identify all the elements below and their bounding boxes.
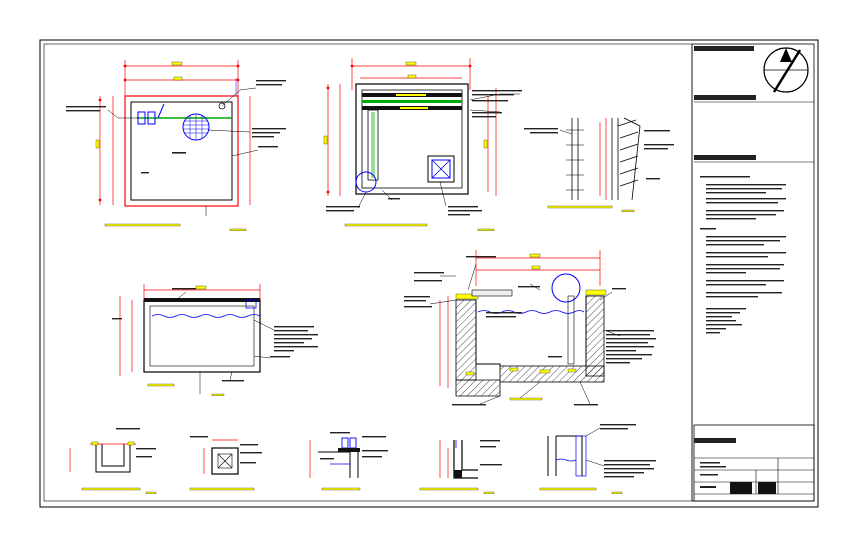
highlight-circle	[551, 273, 581, 303]
view-detail-4	[419, 440, 502, 494]
valve-icon	[341, 437, 357, 449]
water-surface	[151, 314, 261, 318]
title-bar-bottom	[694, 438, 736, 443]
view-title	[104, 223, 181, 227]
view-plan-internal	[323, 58, 522, 231]
view-scale	[477, 228, 495, 231]
view-plan-top	[66, 60, 286, 231]
view-section-detail-small	[524, 117, 674, 212]
step-hatch	[455, 379, 501, 397]
tank-outer-wall	[355, 83, 469, 195]
tank-inner-wall	[130, 101, 233, 201]
wall-right-hatch	[585, 295, 605, 377]
riser-pipe	[367, 109, 379, 181]
view-section-b	[404, 250, 656, 406]
vent-icon	[218, 102, 226, 110]
tank-outer-wall	[124, 95, 239, 207]
sheet-number-box-2	[758, 482, 776, 494]
valve-icon	[137, 103, 165, 125]
annotation-text	[66, 80, 286, 174]
title-box	[693, 424, 815, 502]
view-scale	[211, 393, 225, 396]
drain-circle	[355, 171, 377, 193]
compass-icon	[763, 47, 809, 93]
section-bar-location	[694, 95, 756, 100]
view-detail-3	[309, 432, 388, 491]
view-title	[81, 487, 141, 491]
manhole-box-icon	[427, 155, 455, 183]
pipe-run	[362, 93, 462, 110]
view-title	[539, 487, 597, 491]
view-title	[547, 205, 613, 209]
grate-icon	[182, 113, 210, 141]
view-detail-1	[69, 428, 157, 494]
dimension-lines	[99, 60, 251, 205]
section-bar-notes	[694, 155, 756, 160]
dimension-lines	[327, 58, 497, 196]
wall-left-hatch	[455, 299, 477, 381]
sheet-number-box	[730, 482, 752, 494]
view-title	[147, 383, 175, 387]
view-scale	[621, 209, 635, 212]
dim-labels	[95, 61, 183, 149]
annotation-text	[326, 90, 522, 216]
view-section-a	[112, 284, 318, 396]
floor-hatch	[499, 365, 605, 383]
title-block	[691, 43, 815, 502]
title-header-bar	[694, 46, 754, 51]
slab-top	[144, 298, 260, 302]
gravel-fill	[455, 289, 607, 376]
sloped-hatching	[617, 117, 641, 201]
view-title	[344, 223, 428, 227]
title-box-text	[700, 462, 726, 488]
view-detail-5	[539, 424, 656, 494]
view-title	[189, 487, 255, 491]
view-title	[321, 487, 361, 491]
sheet-frame-outer	[39, 39, 819, 508]
view-title	[509, 397, 543, 401]
hatch-blocks	[566, 129, 584, 191]
tank-inner-wall	[361, 89, 463, 189]
view-scale	[229, 228, 247, 231]
view-title	[419, 487, 479, 491]
notes-text	[700, 176, 786, 334]
view-detail-2	[189, 436, 262, 491]
tank-body	[143, 299, 261, 373]
